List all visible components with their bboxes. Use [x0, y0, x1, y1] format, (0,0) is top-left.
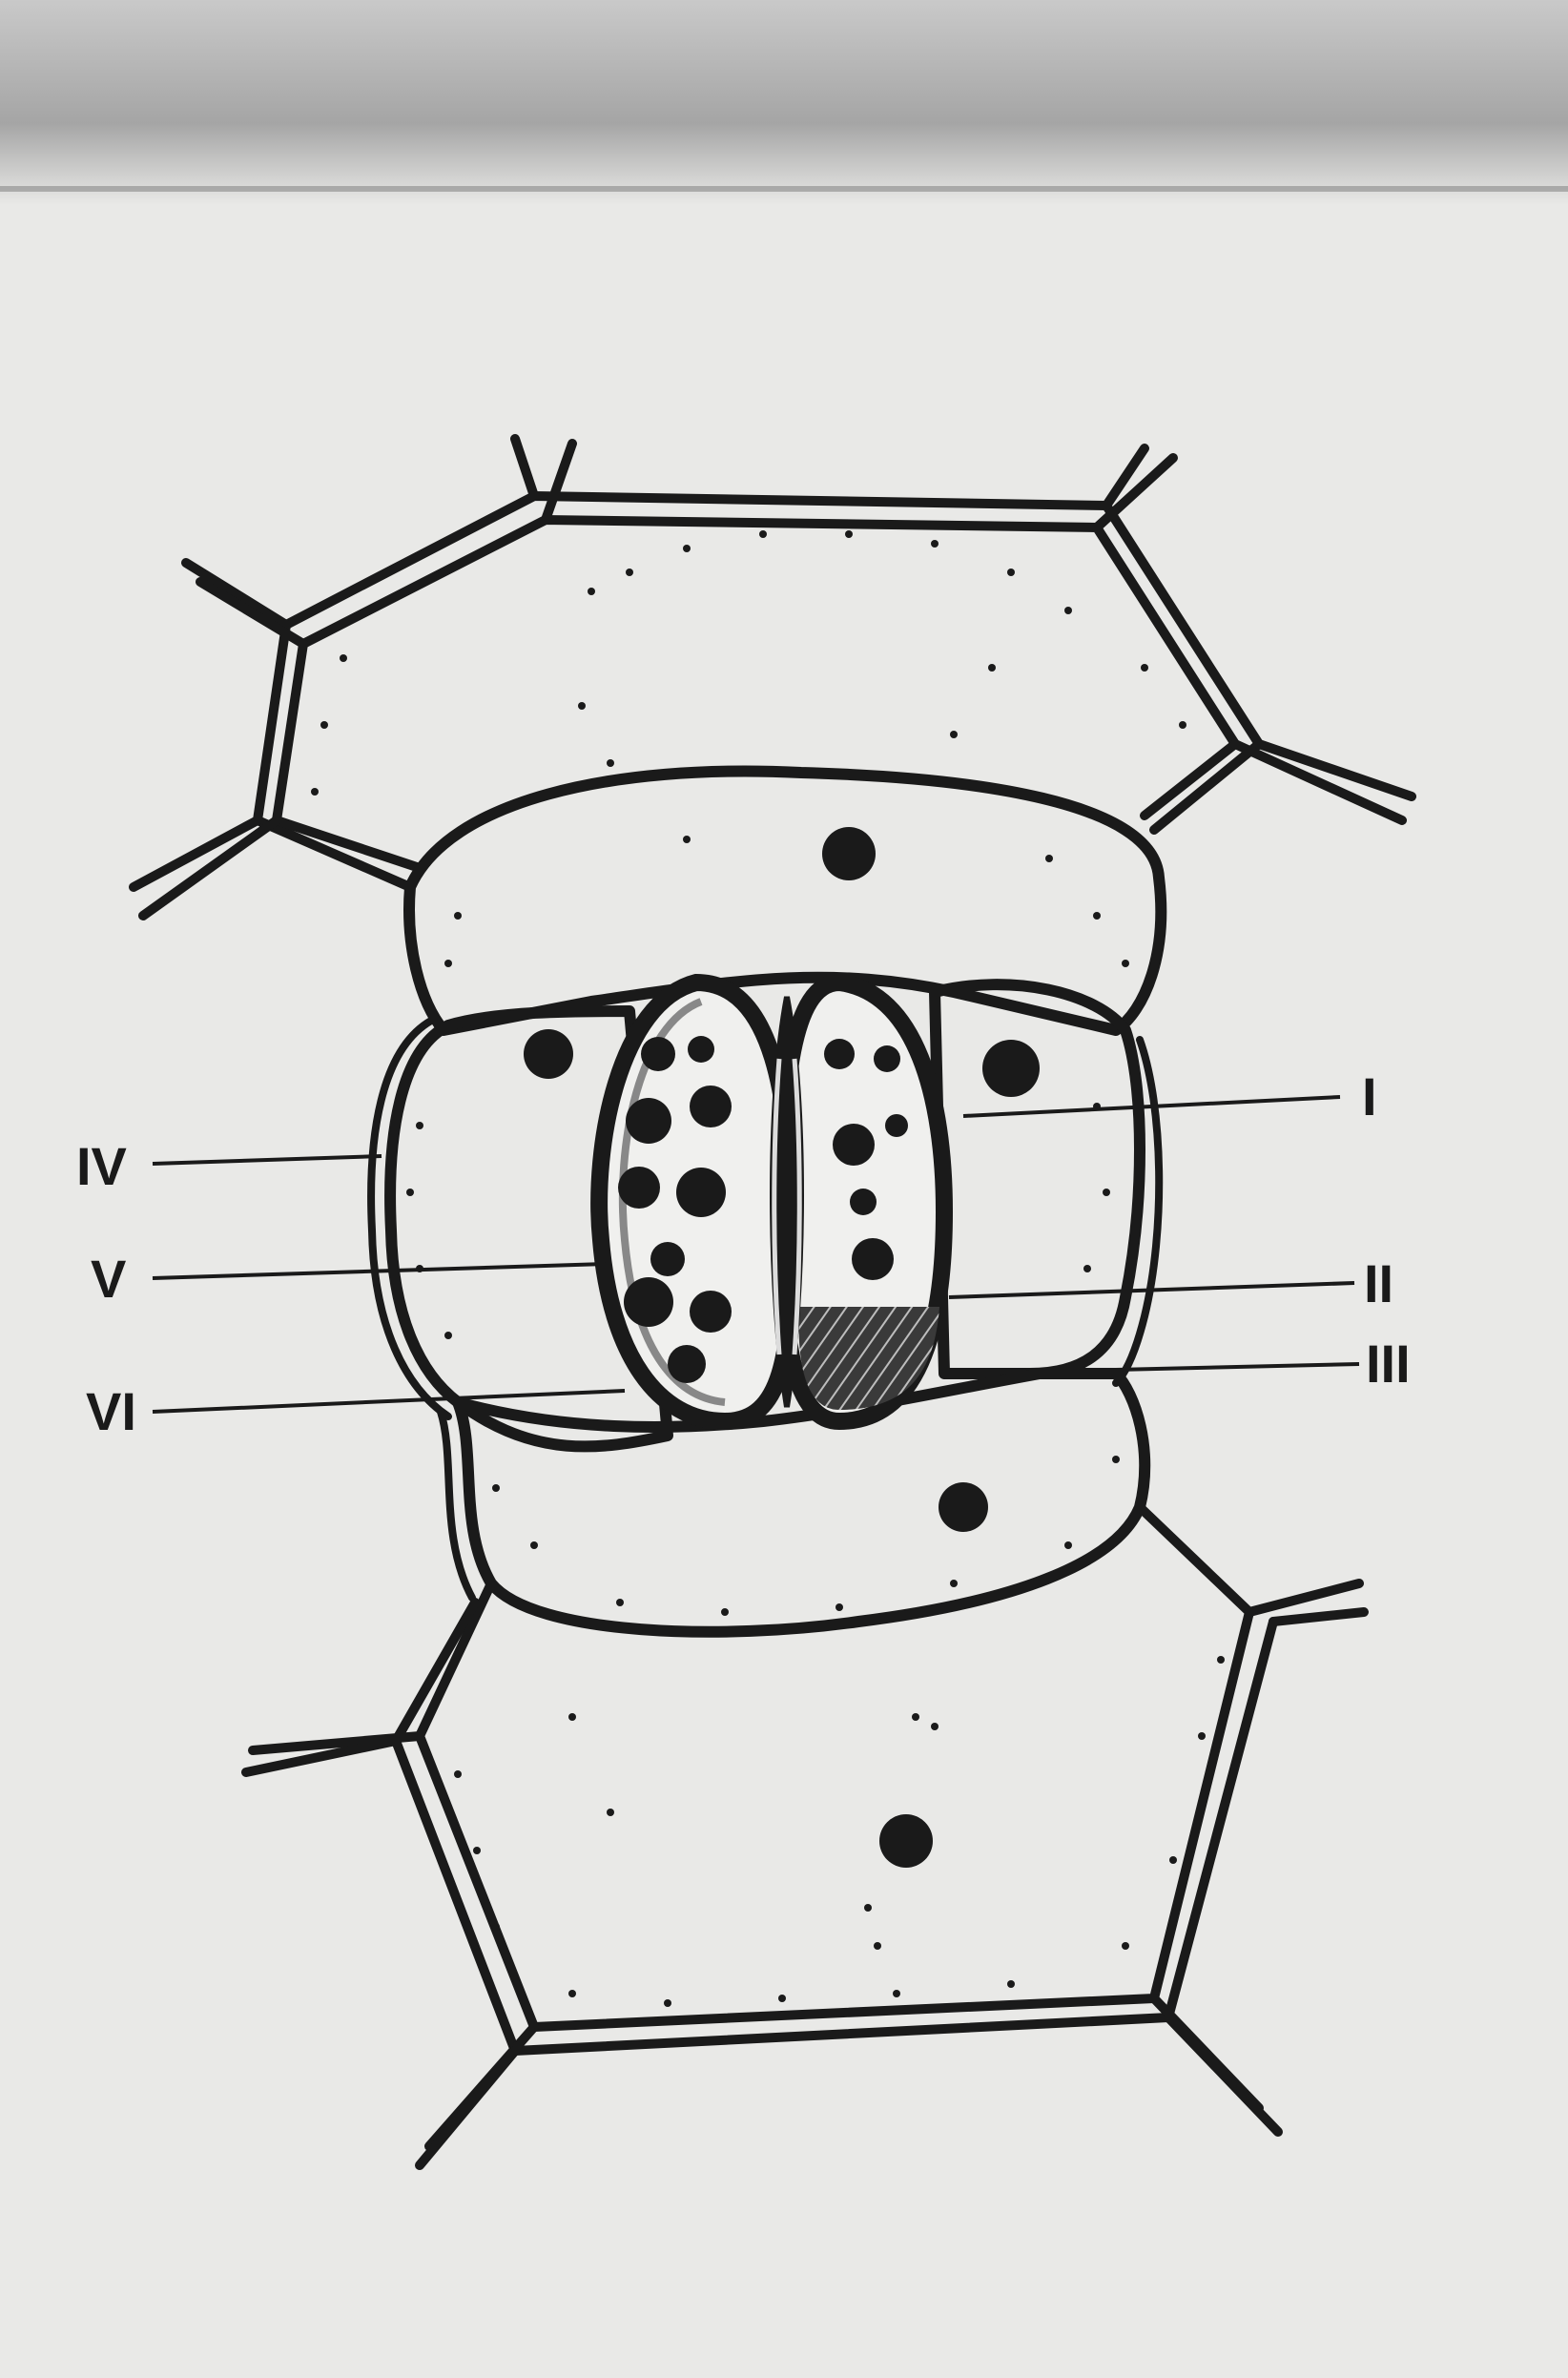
label-v: V [91, 1252, 126, 1306]
label-ii: II [1364, 1257, 1393, 1311]
page-shadow [0, 0, 1568, 205]
top-epidermal-cell [134, 439, 1412, 916]
right-subsidiary-cell [935, 984, 1140, 1374]
label-iv: IV [76, 1140, 127, 1193]
label-vi: VI [86, 1385, 136, 1438]
label-i: I [1362, 1070, 1377, 1124]
leader-line-iv [153, 1156, 382, 1164]
lower-subsidiary-cell [458, 1374, 1145, 1632]
bottom-epidermal-cell [246, 1507, 1364, 2165]
label-iii: III [1366, 1337, 1411, 1391]
leader-line-vi [153, 1391, 625, 1412]
